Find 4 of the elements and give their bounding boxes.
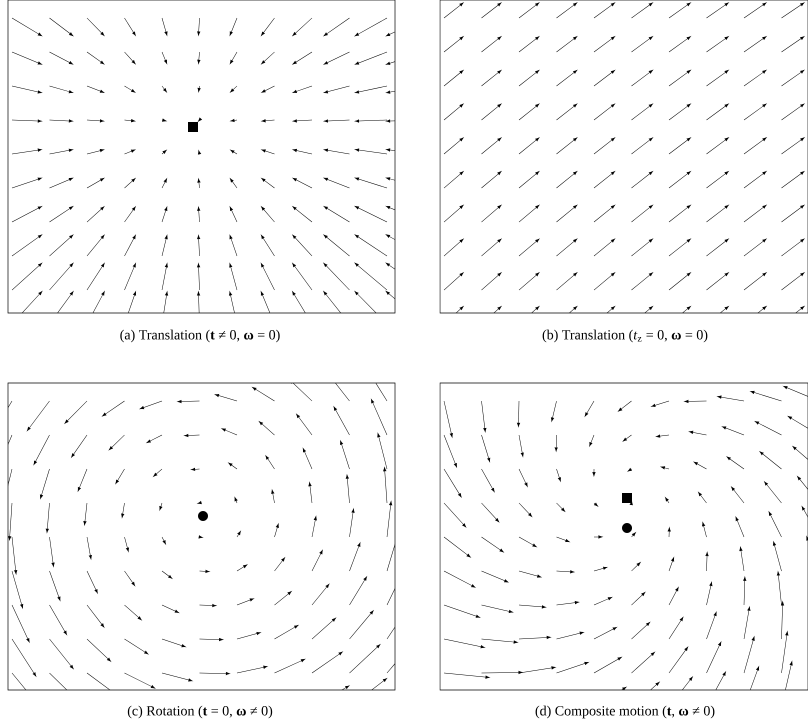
caption: (b) Translation (t$_{z}$ = 0, ω = 0) [542,330,708,342]
caption: (a) Translation (t ≠ 0, ω = 0) [120,330,280,342]
caption: (d) Composite motion (t, ω ≠ 0) [536,706,714,718]
caption: (c) Rotation (t = 0, ω ≠ 0) [128,706,272,718]
